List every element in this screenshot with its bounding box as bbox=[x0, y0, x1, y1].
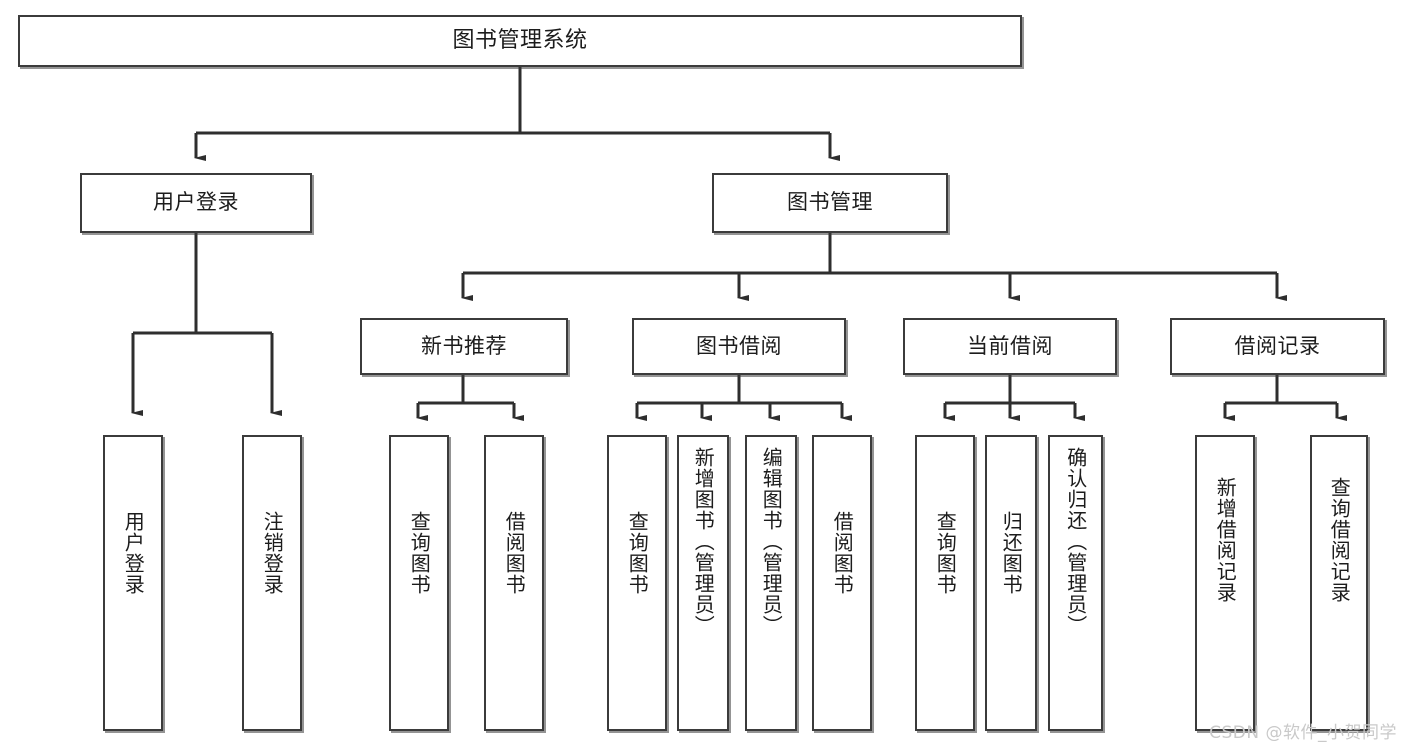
leaf-borrow-book-borrow[interactable]: 借阅图书 bbox=[812, 435, 872, 731]
node-book-management[interactable]: 图书管理 bbox=[712, 173, 948, 233]
node-current-borrow-label: 当前借阅 bbox=[967, 333, 1053, 358]
leaf-borrow-book-newbook[interactable]: 借阅图书 bbox=[484, 435, 544, 731]
leaf-add-borrow-record[interactable]: 新增借阅记录 bbox=[1195, 435, 1255, 731]
leaf-query-book-newbook-label: 查询图书 bbox=[407, 511, 432, 595]
leaf-confirm-return-admin-label: 确认归还（管理员） bbox=[1063, 447, 1088, 636]
node-user-login[interactable]: 用户登录 bbox=[80, 173, 312, 233]
leaf-user-login[interactable]: 用户登录 bbox=[103, 435, 163, 731]
node-root[interactable]: 图书管理系统 bbox=[18, 15, 1022, 67]
leaf-edit-book-admin[interactable]: 编辑图书（管理员） bbox=[745, 435, 797, 731]
node-root-label: 图书管理系统 bbox=[452, 27, 588, 53]
node-book-borrow-label: 图书借阅 bbox=[696, 333, 782, 358]
leaf-query-book-borrow-label: 查询图书 bbox=[625, 511, 650, 595]
leaf-edit-book-admin-label: 编辑图书（管理员） bbox=[759, 447, 784, 636]
node-borrow-record-label: 借阅记录 bbox=[1234, 333, 1321, 358]
leaf-query-book-newbook[interactable]: 查询图书 bbox=[389, 435, 449, 731]
leaf-add-book-admin-label: 新增图书（管理员） bbox=[691, 447, 716, 636]
leaf-return-book-label: 归还图书 bbox=[999, 511, 1024, 595]
leaf-return-book[interactable]: 归还图书 bbox=[985, 435, 1037, 731]
node-book-management-label: 图书管理 bbox=[787, 190, 873, 215]
node-current-borrow[interactable]: 当前借阅 bbox=[903, 318, 1117, 375]
node-new-book-recommend-label: 新书推荐 bbox=[421, 333, 507, 358]
leaf-add-borrow-record-label: 新增借阅记录 bbox=[1213, 477, 1238, 603]
leaf-query-borrow-record[interactable]: 查询借阅记录 bbox=[1310, 435, 1368, 731]
leaf-confirm-return-admin[interactable]: 确认归还（管理员） bbox=[1048, 435, 1103, 731]
leaf-query-book-current-label: 查询图书 bbox=[933, 511, 958, 595]
leaf-logout[interactable]: 注销登录 bbox=[242, 435, 302, 731]
leaf-user-login-label: 用户登录 bbox=[121, 511, 146, 595]
watermark: CSDN @软件_小贺同学 bbox=[1209, 723, 1397, 743]
leaf-query-book-current[interactable]: 查询图书 bbox=[915, 435, 975, 731]
leaf-query-book-borrow[interactable]: 查询图书 bbox=[607, 435, 667, 731]
leaf-borrow-book-newbook-label: 借阅图书 bbox=[502, 511, 527, 595]
node-book-borrow[interactable]: 图书借阅 bbox=[632, 318, 846, 375]
leaf-query-borrow-record-label: 查询借阅记录 bbox=[1327, 477, 1352, 603]
node-borrow-record[interactable]: 借阅记录 bbox=[1170, 318, 1385, 375]
node-new-book-recommend[interactable]: 新书推荐 bbox=[360, 318, 568, 375]
leaf-logout-label: 注销登录 bbox=[260, 511, 285, 595]
node-user-login-label: 用户登录 bbox=[153, 190, 239, 215]
leaf-add-book-admin[interactable]: 新增图书（管理员） bbox=[677, 435, 729, 731]
leaf-borrow-book-borrow-label: 借阅图书 bbox=[830, 511, 855, 595]
